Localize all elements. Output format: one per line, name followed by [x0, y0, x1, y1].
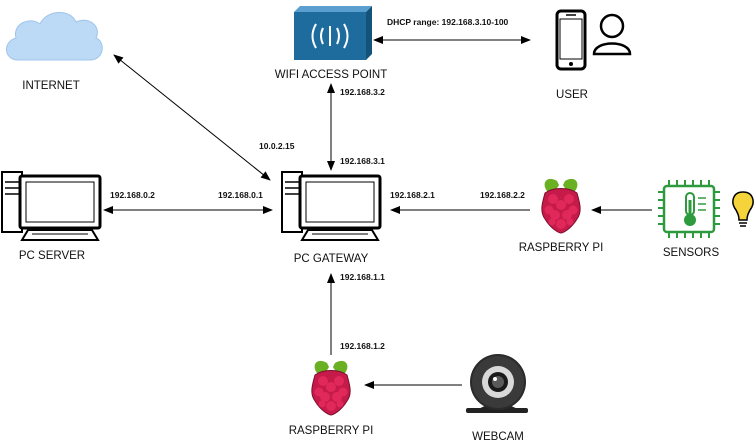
- edge-label-gateway-cam-ip: 192.168.1.1: [340, 272, 385, 282]
- edge-label-gateway-wifi-ip: 192.168.3.1: [340, 156, 385, 166]
- sensor-chip-icon: [658, 180, 720, 238]
- node-label-pc-server: PC SERVER: [19, 250, 85, 262]
- edge-gateway-internet: [113, 54, 271, 181]
- pc-icon: [280, 170, 382, 242]
- smartphone-icon: [555, 9, 587, 71]
- edge-label-pi-bottom-ip: 192.168.1.2: [340, 341, 385, 351]
- node-label-internet: INTERNET: [22, 80, 80, 92]
- node-label-raspberry-pi-right: RASPBERRY PI: [519, 242, 604, 254]
- edge-label-ap-ip: 192.168.3.2: [340, 87, 385, 97]
- cloud-icon: [6, 12, 103, 61]
- webcam-icon: [466, 354, 528, 413]
- user-icon: [592, 13, 632, 56]
- edge-label-gateway-lan-ip: 192.168.0.1: [218, 190, 263, 200]
- raspberry-pi-icon: [541, 178, 581, 234]
- edge-label-pi-right-ip: 192.168.2.2: [480, 190, 525, 200]
- edge-label-gateway-pi-ip: 192.168.2.1: [390, 190, 435, 200]
- node-label-sensors: SENSORS: [663, 247, 720, 259]
- wifi-access-point-icon: [294, 6, 372, 60]
- pc-icon: [0, 170, 102, 242]
- edge-label-server-ip: 192.168.0.2: [110, 190, 155, 200]
- node-label-webcam: WEBCAM: [472, 431, 524, 443]
- edge-label-dhcp: DHCP range: 192.168.3.10-100: [387, 17, 509, 27]
- edge-label-gateway-internet-ip: 10.0.2.15: [259, 141, 295, 151]
- light-bulb-icon: [732, 191, 754, 227]
- raspberry-pi-icon: [311, 360, 351, 416]
- node-label-user: USER: [556, 89, 588, 101]
- node-label-raspberry-pi-bottom: RASPBERRY PI: [289, 425, 374, 437]
- node-label-pc-gateway: PC GATEWAY: [294, 253, 369, 265]
- node-label-wifi-access-point: WIFI ACCESS POINT: [275, 69, 387, 81]
